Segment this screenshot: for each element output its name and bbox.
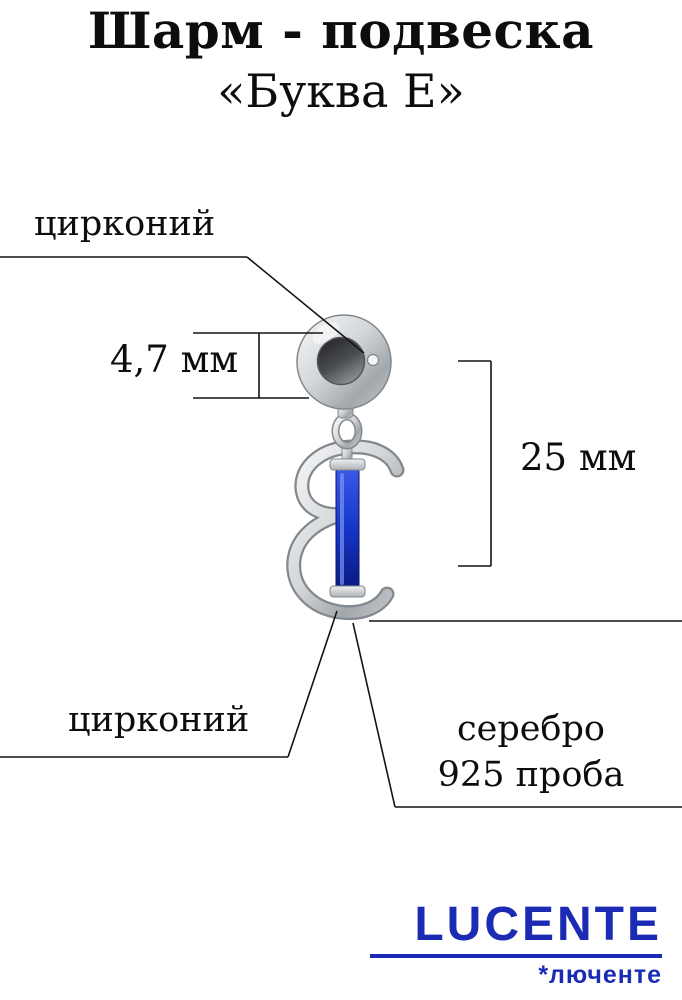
bar-top-cap (329, 458, 366, 471)
label-silver: серебро 925 проба (415, 706, 647, 798)
callout-lines (0, 256, 682, 808)
label-silver-line2: 925 проба (437, 755, 625, 796)
label-width-dimension: 4,7 мм (110, 338, 239, 381)
brand-logo: LUCENTE *люченте (370, 901, 662, 990)
page-subtitle: «Буква Е» (217, 64, 465, 118)
label-zirconium-bottom: цирконий (68, 700, 250, 740)
brand-logo-text: LUCENTE (414, 898, 662, 951)
enamel-bar-highlight (340, 473, 344, 585)
brand-logo-subtext: *люченте (538, 961, 662, 989)
bail-hole (316, 336, 366, 386)
label-zirconium-top: цирконий (34, 204, 216, 244)
zirconium-stone (366, 353, 380, 367)
bar-bottom-cap (329, 585, 366, 598)
callout-line-zirconium-top-d (246, 256, 365, 354)
callout-line-silver-d (352, 622, 396, 808)
label-height-dimension: 25 мм (520, 436, 637, 479)
page-title: Шарм - подвеска (87, 1, 595, 60)
callout-line-zirconium-bottom-d (287, 610, 338, 758)
brand-logo-underline (370, 954, 662, 958)
label-silver-line1: серебро (457, 709, 605, 749)
enamel-bar (335, 466, 360, 592)
charm-illustration (286, 314, 405, 621)
